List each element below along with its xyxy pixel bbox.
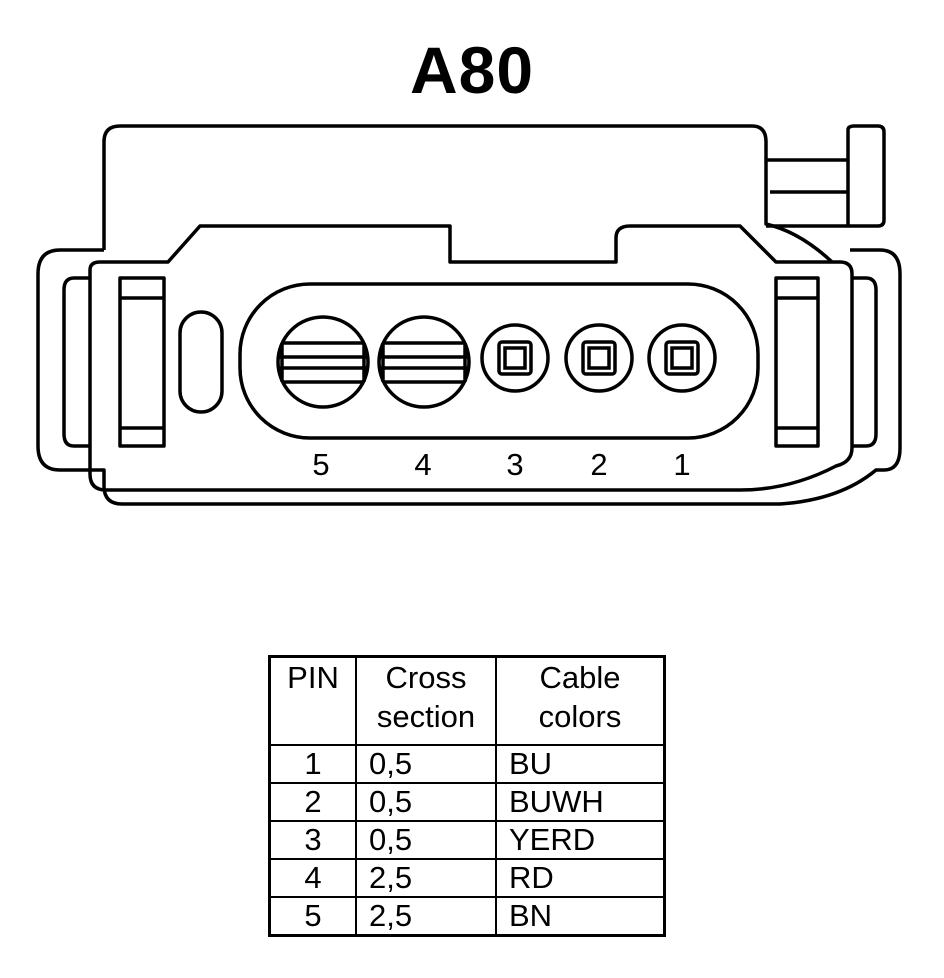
table-row: 5 2,5 BN [268, 896, 666, 937]
pin-4-cavity [377, 315, 471, 409]
pin-chamber [238, 282, 760, 440]
connector-title: A80 [409, 33, 535, 107]
cell-pin: 5 [268, 896, 357, 937]
table-row: 2 0,5 BUWH [268, 782, 666, 822]
housing-outer [36, 248, 902, 506]
table-row: 4 2,5 RD [268, 858, 666, 898]
pin-label-1: 1 [673, 447, 690, 482]
table-row: 3 0,5 YERD [268, 820, 666, 860]
table-header-row: PIN Cross section Cable colors [268, 655, 666, 746]
pin-5-cavity [276, 315, 370, 409]
pin-label-4: 4 [414, 447, 431, 482]
cell-cross-section: 0,5 [355, 744, 497, 784]
cell-color: BU [495, 744, 666, 784]
cell-cross-section: 2,5 [355, 896, 497, 937]
cell-pin: 2 [268, 782, 357, 822]
coding-slot [178, 310, 224, 414]
cell-cross-section: 0,5 [355, 820, 497, 860]
pin-assignment-table: PIN Cross section Cable colors 1 0,5 BU … [268, 655, 666, 937]
header-cross-section: Cross section [355, 655, 497, 746]
cell-color: BN [495, 896, 666, 937]
pin-label-5: 5 [312, 447, 329, 482]
pin-1-cavity [647, 323, 717, 393]
pin-label-3: 3 [506, 447, 523, 482]
pin-3-cavity [480, 323, 550, 393]
pin-label-2: 2 [590, 447, 607, 482]
cell-cross-section: 2,5 [355, 858, 497, 898]
table-row: 1 0,5 BU [268, 744, 666, 784]
cell-color: YERD [495, 820, 666, 860]
latch-clip [766, 124, 886, 228]
cell-pin: 1 [268, 744, 357, 784]
cell-cross-section: 0,5 [355, 782, 497, 822]
housing-face [88, 224, 854, 492]
cell-pin: 3 [268, 820, 357, 860]
cell-pin: 4 [268, 858, 357, 898]
connector-drawing: 5 4 3 2 1 [36, 124, 902, 506]
housing-top [102, 124, 834, 264]
pin-2-cavity [564, 323, 634, 393]
header-cable-colors: Cable colors [495, 655, 666, 746]
header-pin: PIN [268, 655, 357, 746]
cell-color: RD [495, 858, 666, 898]
cell-color: BUWH [495, 782, 666, 822]
